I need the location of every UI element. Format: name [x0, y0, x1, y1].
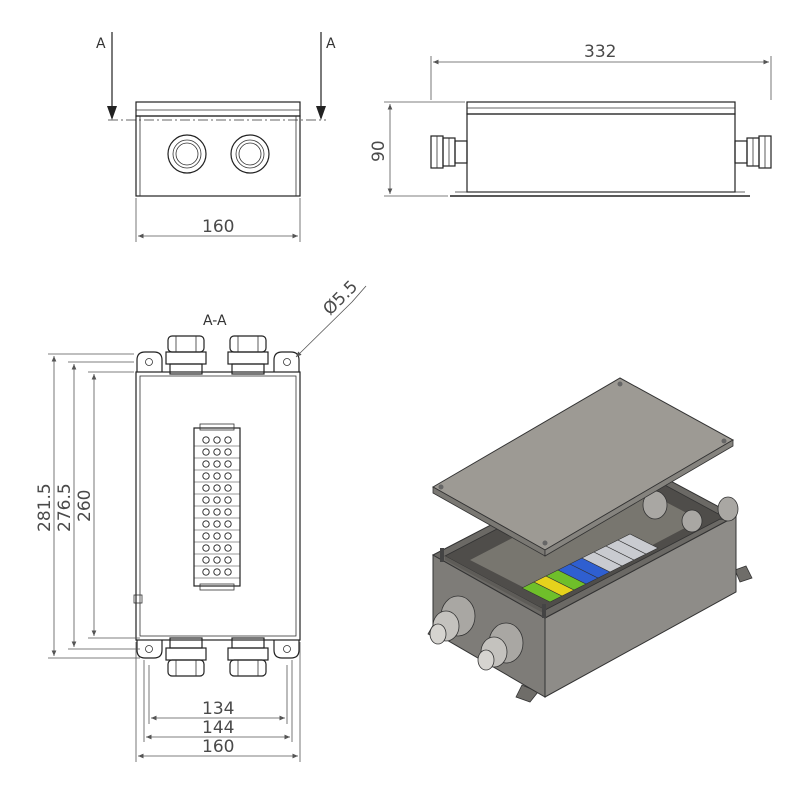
plan-gland-bottom-right — [227, 637, 269, 677]
mount-tab-br — [273, 640, 300, 659]
section-title: A-A — [203, 313, 227, 329]
plan-gland-bottom-left — [165, 637, 207, 677]
dim-plan-total-width: 160 — [202, 737, 234, 757]
terminal-row — [194, 436, 240, 447]
front-view: A A 160 — [96, 32, 336, 242]
plan-gland-top-left — [165, 335, 207, 375]
iso-gland-back-right — [681, 496, 739, 533]
side-gland-right — [734, 135, 772, 169]
front-body — [135, 115, 301, 197]
iso-gland-front-left — [429, 595, 476, 645]
terminal-row — [194, 508, 240, 519]
dim-plan-mid-height: 276.5 — [55, 483, 75, 532]
front-lid — [135, 101, 301, 117]
terminal-row — [194, 520, 240, 531]
terminal-row — [194, 496, 240, 507]
terminal-row — [194, 448, 240, 459]
front-gland-right — [230, 134, 270, 174]
terminal-row — [194, 484, 240, 495]
section-marker-left: A — [96, 32, 117, 120]
side-view: 332 90 — [369, 42, 772, 197]
terminal-row — [194, 568, 240, 579]
mount-tab-tr — [273, 351, 300, 372]
plan-view: A-A — [35, 277, 367, 762]
iso-terminal-blocks — [521, 533, 659, 603]
terminal-row — [194, 472, 240, 483]
iso-lid — [431, 377, 735, 557]
iso-gland-front-right — [477, 622, 524, 671]
dim-plan-mid-width: 144 — [202, 718, 234, 738]
mount-tab-bl — [136, 640, 163, 659]
terminal-row — [194, 532, 240, 543]
plan-gland-top-right — [227, 335, 269, 375]
section-marker-right: A — [316, 32, 336, 120]
terminal-row — [194, 556, 240, 567]
side-gland-left — [430, 135, 468, 169]
dim-plan-total-height: 281.5 — [35, 483, 55, 532]
mount-tab-tl — [136, 351, 163, 372]
side-body — [466, 113, 736, 193]
dim-side-height: 90 — [369, 140, 389, 162]
dim-plan-inner-height: 260 — [75, 490, 95, 522]
dim-front-width: 160 — [202, 217, 234, 237]
dim-plan-inner-width: 134 — [202, 699, 234, 719]
iso-terminal-block — [617, 533, 659, 555]
section-letter-left: A — [96, 36, 106, 52]
earth-stud — [133, 594, 143, 604]
isometric-view — [427, 377, 753, 703]
terminal-row — [194, 544, 240, 555]
terminal-block-strip — [193, 423, 241, 591]
section-letter-right: A — [326, 36, 336, 52]
dim-side-length: 332 — [584, 42, 616, 62]
terminal-row — [194, 460, 240, 471]
front-gland-left — [167, 134, 207, 174]
plan-body — [135, 371, 301, 641]
